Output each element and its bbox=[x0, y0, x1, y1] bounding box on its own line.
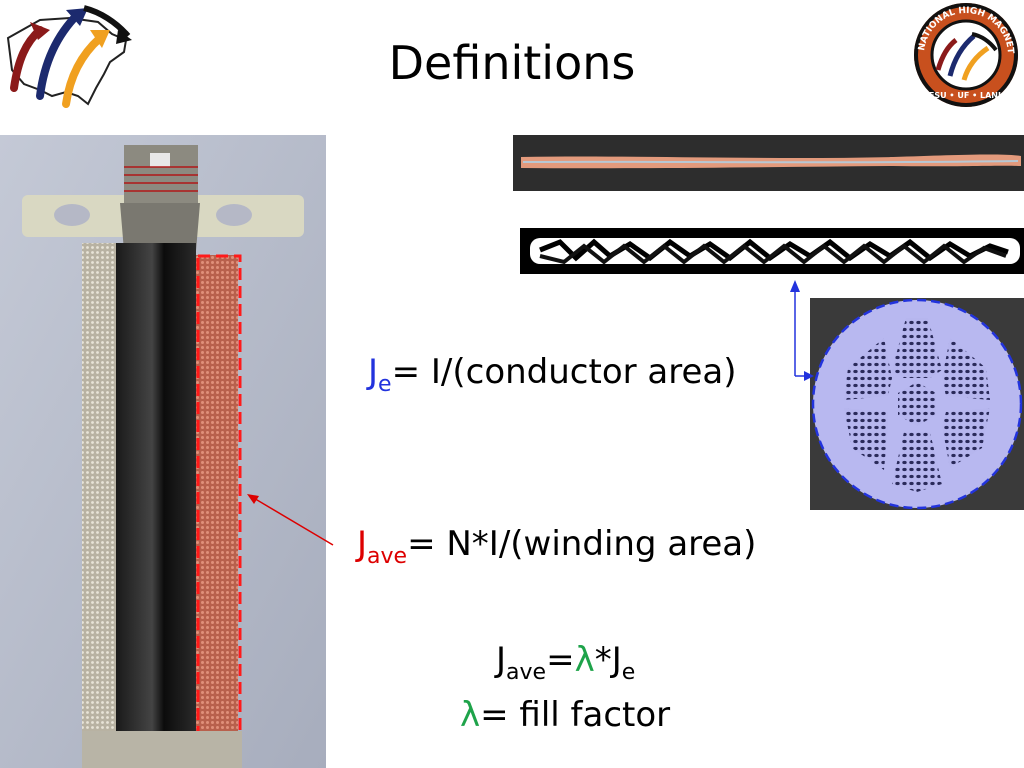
nhmfl-arrows-logo bbox=[6, 5, 132, 108]
nhmfl-seal-logo: NATIONAL HIGH MAGNETIC FIELD LABORATORY … bbox=[908, 0, 1018, 107]
jave-symbol: J bbox=[357, 524, 368, 564]
jave-rhs: = N*I/(winding area) bbox=[407, 524, 757, 564]
rel-sub-ave: ave bbox=[506, 660, 547, 685]
jave-definition: Jave= N*I/(winding area) bbox=[357, 524, 756, 569]
seal-bottom-text: FSU • UF • LANL bbox=[929, 91, 1003, 100]
blue-arrow-head bbox=[790, 280, 800, 292]
round-wire-cross-section-photo bbox=[810, 298, 1024, 510]
rel-sub-e: e bbox=[621, 660, 636, 685]
je-symbol: J bbox=[368, 352, 379, 392]
je-subscript: e bbox=[378, 372, 392, 397]
rel-lambda: λ bbox=[574, 640, 595, 680]
je-rhs: = I/(conductor area) bbox=[391, 352, 737, 392]
page-title: Definitions bbox=[388, 36, 636, 90]
red-arrow-head bbox=[247, 494, 259, 504]
red-arrow-line bbox=[251, 496, 334, 546]
coil-cross-section-photo bbox=[0, 135, 326, 768]
rel-j: J bbox=[496, 640, 507, 680]
jave-relation: Jave=λ*Je bbox=[496, 640, 635, 685]
je-definition: Je= I/(conductor area) bbox=[368, 352, 737, 397]
fill-factor-definition: λ= fill factor bbox=[460, 695, 670, 735]
cable-cross-section-image bbox=[520, 228, 1024, 274]
jave-subscript: ave bbox=[367, 544, 408, 569]
rel-mid: *J bbox=[594, 640, 622, 680]
fill-rhs: = fill factor bbox=[480, 695, 671, 735]
conductor-strip-photo bbox=[513, 135, 1024, 191]
blue-arrow-head-right bbox=[804, 371, 814, 381]
rel-eq: = bbox=[546, 640, 575, 680]
fill-lambda: λ bbox=[460, 695, 481, 735]
